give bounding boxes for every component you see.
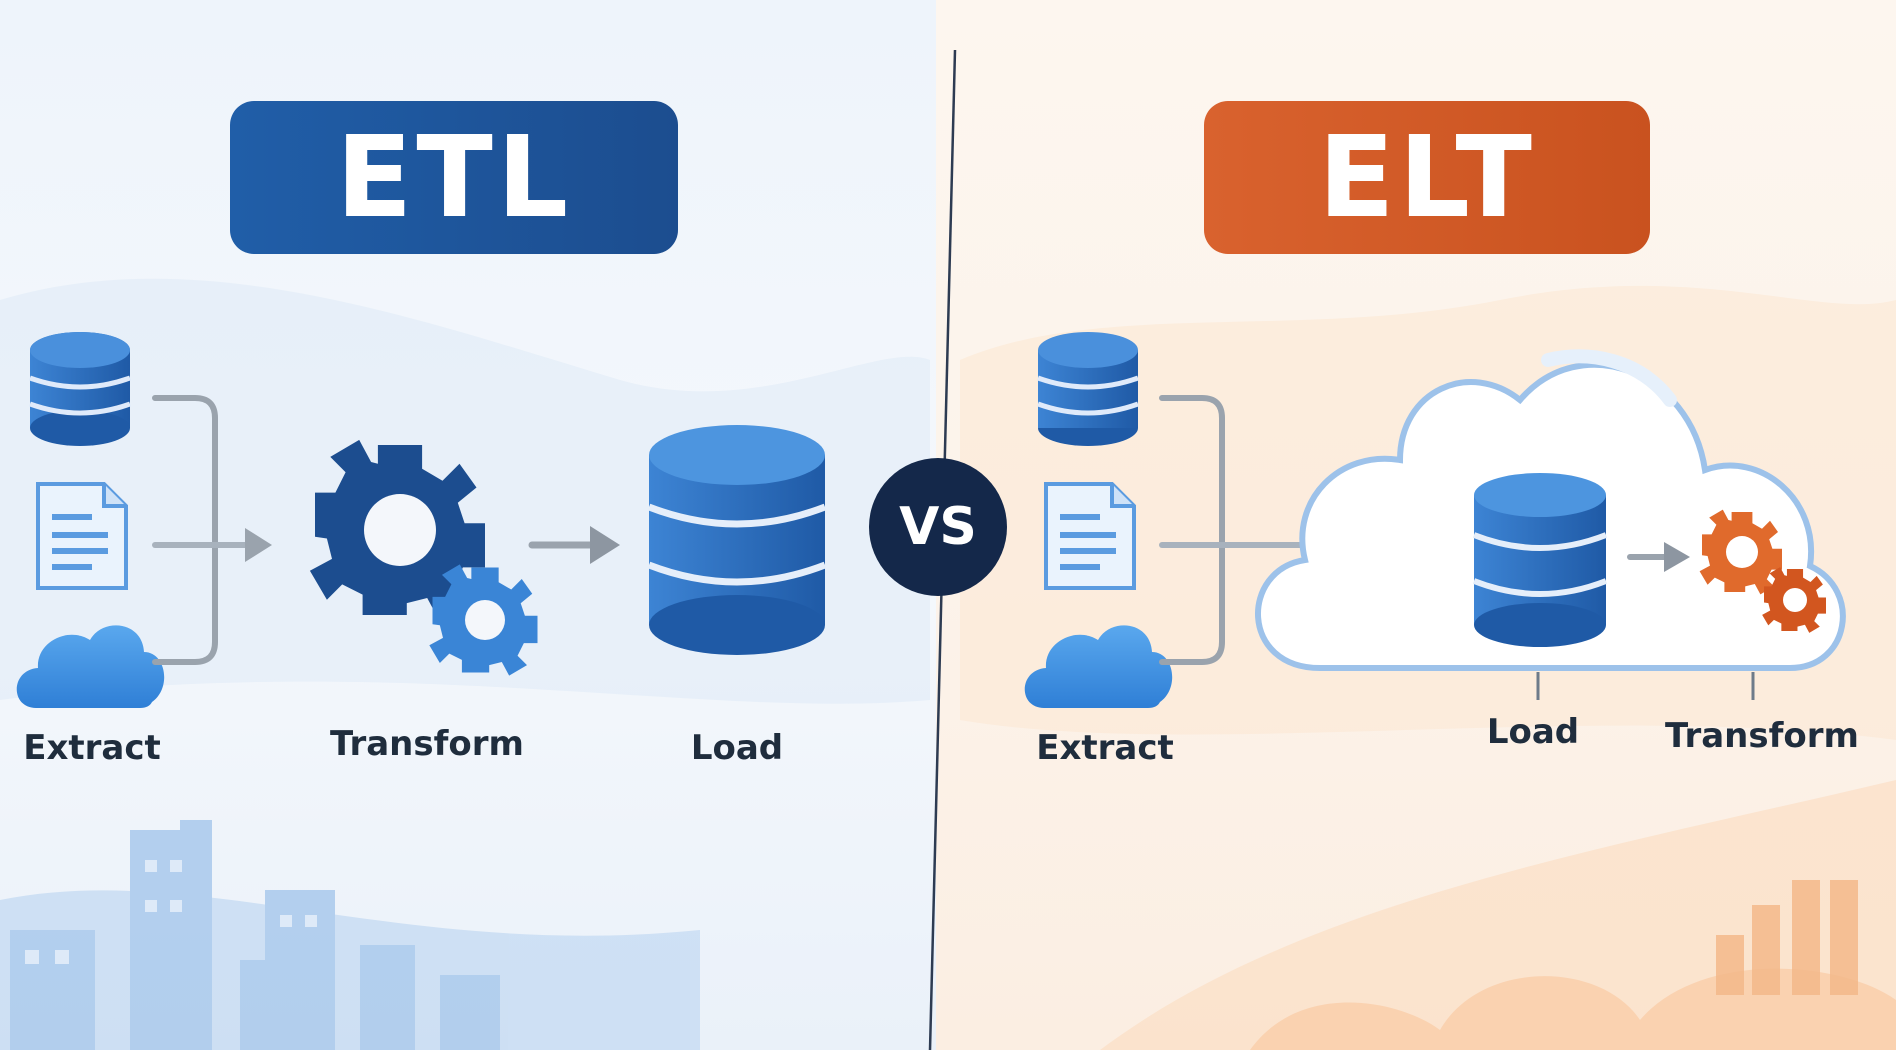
etl-title-badge: ETL <box>230 101 678 254</box>
load-to-transform-arrow <box>1627 542 1690 572</box>
transform-gears-icon <box>1699 509 1826 633</box>
load-database-icon <box>1472 473 1608 647</box>
elt-load-label: Load <box>1486 712 1580 752</box>
transform-gears-icon <box>309 439 538 676</box>
etl-extract-label: Extract <box>23 728 161 768</box>
cloud-source-icon <box>1024 625 1173 708</box>
etl-load-label: Load <box>690 728 784 768</box>
source-connector <box>152 395 272 665</box>
document-icon <box>36 482 128 590</box>
elt-title-badge: ELT <box>1204 101 1650 254</box>
cloud-source-icon <box>16 625 165 708</box>
elt-extract-label: Extract <box>1036 728 1174 768</box>
etl-transform-label: Transform <box>330 724 524 764</box>
source-database-icon <box>1037 332 1139 446</box>
elt-transform-label: Transform <box>1665 716 1859 756</box>
transform-to-load-arrow <box>528 526 620 564</box>
source-database-icon <box>29 332 131 446</box>
city-skyline-illustration <box>0 820 700 1050</box>
load-database-icon <box>647 425 827 655</box>
vs-badge: VS <box>869 458 1007 596</box>
bar-chart-illustration <box>1716 880 1858 995</box>
document-icon <box>1044 482 1136 590</box>
